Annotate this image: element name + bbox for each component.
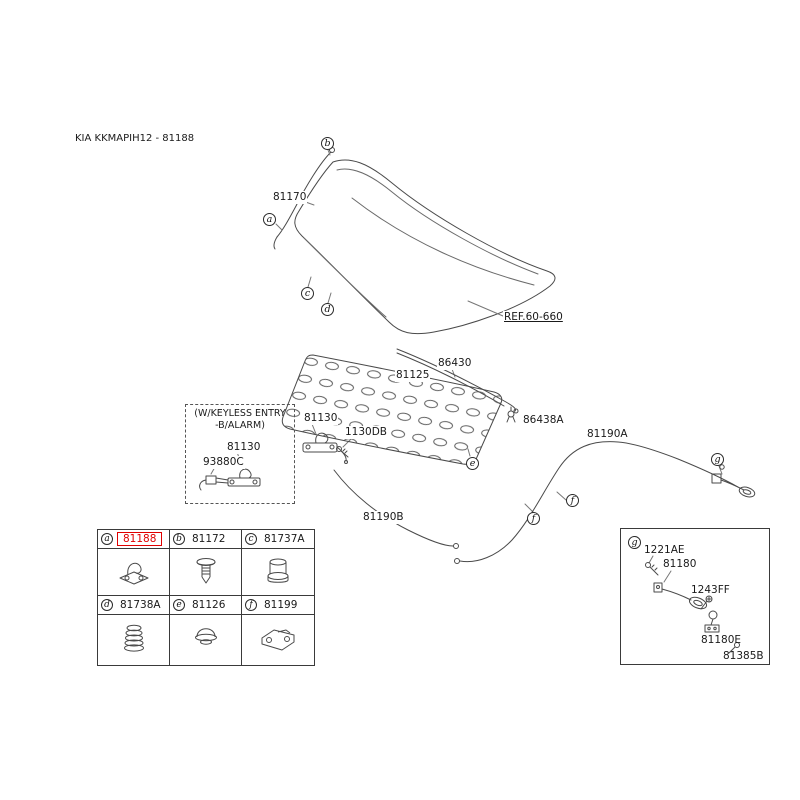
ref-label: REF.60-660 (503, 311, 564, 324)
release-handle-label: 81180 (663, 558, 697, 570)
part-cell-81188: a 81188 (98, 530, 170, 596)
part-number: 81738A (120, 599, 161, 611)
callout-b: b (321, 137, 334, 150)
callout-f1: f (527, 512, 540, 525)
hood-rod-label: 81170 (272, 191, 308, 204)
insulator-pad-label: 81125 (395, 369, 431, 382)
callout-cell-b: b (173, 533, 185, 545)
callout-a: a (263, 213, 276, 226)
release-screw-label: 1243FF (691, 584, 730, 596)
part-number: 81737A (264, 533, 305, 545)
parts-table: a 81188 b 81172 (97, 529, 315, 666)
callout-f2: f (566, 494, 579, 507)
keyless-entry-box: (W/KEYLESS ENTRY -B/ALARM) (185, 404, 295, 504)
keyless-latch-label: 81130 (226, 441, 262, 454)
clip-label: 86438A (522, 414, 565, 427)
latch-bolt-label: 1130DB (344, 426, 389, 439)
part-cell-81126: e 81126 (170, 596, 242, 665)
keyless-actuator-label: 93880C (202, 456, 245, 469)
striker-icon (119, 562, 148, 585)
callout-box-g: g (628, 536, 641, 549)
part-number: 81126 (192, 599, 226, 611)
spring-icon (123, 624, 144, 652)
keyless-title-line2: -B/ALARM) (215, 420, 265, 431)
callout-cell-d: d (101, 599, 113, 611)
hood-latch-label: 81130 (303, 412, 339, 425)
release-bolt-label: 1221AE (644, 544, 685, 556)
weatherstrip-label: 86430 (437, 357, 473, 370)
drawing-title: KIA KKMAPIH12 - 81188 (75, 133, 195, 144)
part-cell-81737A: c 81737A (242, 530, 314, 596)
keyless-title-line1: (W/KEYLESS ENTRY (194, 408, 286, 419)
part-number-highlighted: 81188 (117, 532, 163, 546)
callout-g: g (711, 453, 724, 466)
part-cell-81199: f 81199 (242, 596, 314, 665)
bracket-icon (261, 629, 295, 651)
release-cable-label: 81190A (586, 428, 629, 441)
bumper-icon (267, 558, 289, 583)
callout-d: d (321, 303, 334, 316)
callout-cell-c: c (245, 533, 257, 545)
callout-e: e (466, 457, 479, 470)
callout-cell-e: e (173, 599, 185, 611)
hood-release-box: g 1221AE 81180 1243FF 81180E 81385B (620, 528, 770, 665)
callout-cell-f: f (245, 599, 257, 611)
part-cell-81738A: d 81738A (98, 596, 170, 665)
small-screw-label: 81385B (723, 650, 764, 662)
release-box-art (645, 555, 740, 654)
callout-cell-a: a (101, 533, 113, 545)
part-number: 81199 (264, 599, 298, 611)
clip-icon (196, 558, 215, 584)
callout-c: c (301, 287, 314, 300)
part-cell-81172: b 81172 (170, 530, 242, 596)
grommet-icon (194, 628, 217, 645)
latch-cable-label: 81190B (362, 511, 405, 524)
cable-end-label: 81180E (701, 634, 742, 646)
part-number: 81172 (192, 533, 226, 545)
